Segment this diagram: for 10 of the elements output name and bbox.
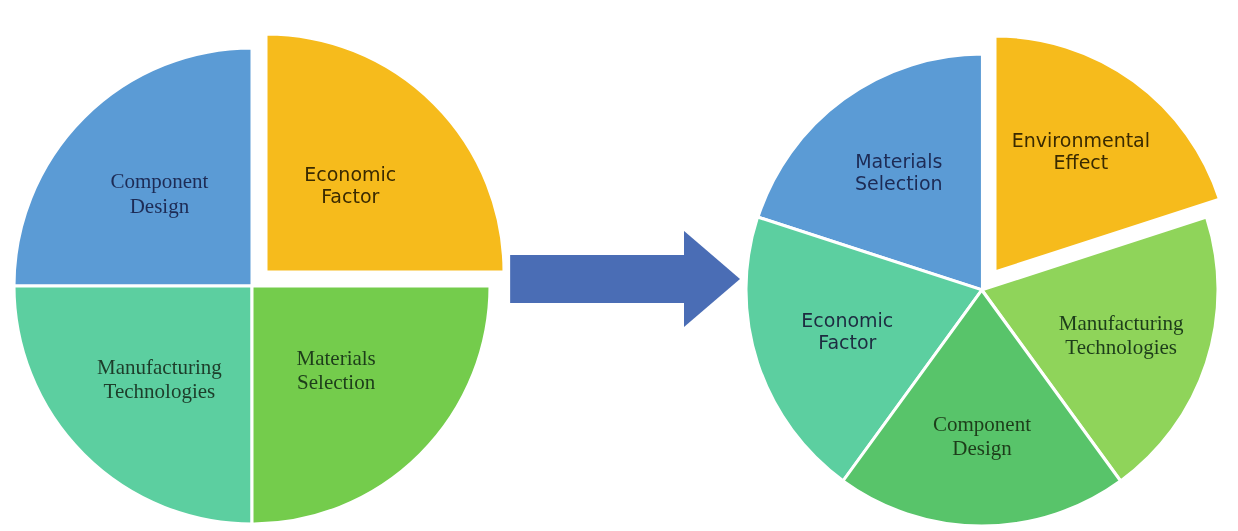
slice-label: Environmental Effect — [1010, 129, 1152, 174]
slice-label: Manufacturing Technologies — [1057, 311, 1185, 360]
slice-label: Manufacturing Technologies — [96, 354, 223, 403]
block-arrow — [510, 230, 740, 327]
slice-label: Component Design — [109, 169, 210, 218]
slice-label: Materials Selection — [295, 346, 377, 395]
slice-label: Economic Factor — [303, 163, 398, 208]
slice-label: Economic Factor — [800, 309, 895, 354]
slice-label: Materials Selection — [854, 151, 944, 196]
slice-label: Component Design — [932, 412, 1032, 461]
